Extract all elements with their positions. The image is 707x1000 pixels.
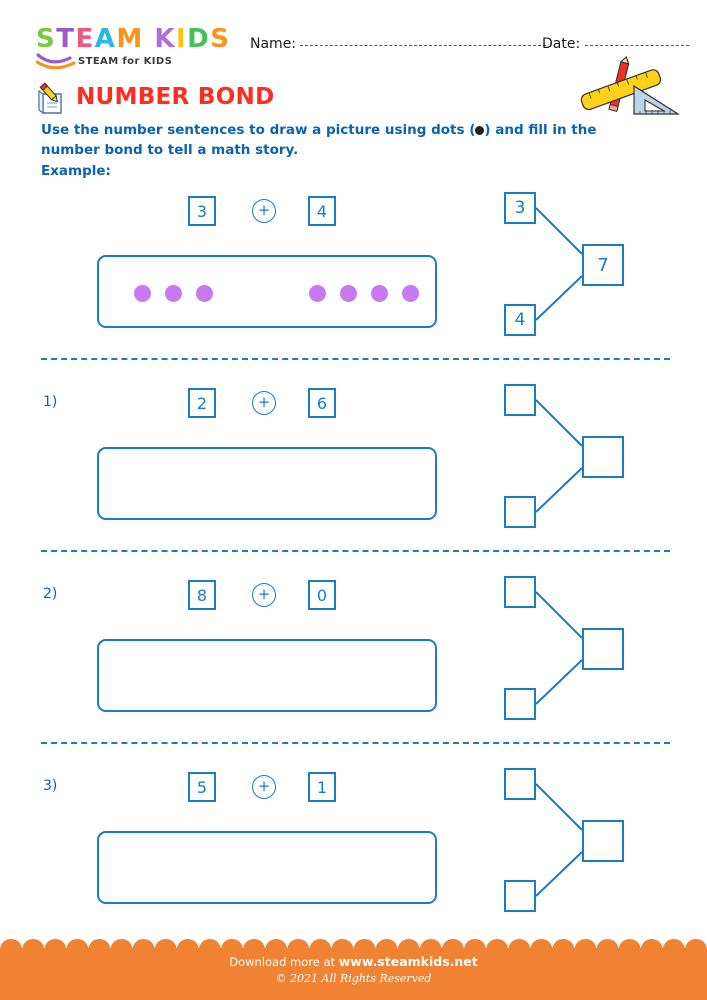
dot-drawing-area[interactable] bbox=[97, 255, 437, 328]
bond-whole-box[interactable] bbox=[582, 820, 624, 862]
name-input-line[interactable] bbox=[300, 44, 547, 46]
section-separator bbox=[41, 358, 670, 360]
problem-block: 2) 8 +0 bbox=[0, 574, 707, 734]
bond-part1-box[interactable]: 3 bbox=[504, 192, 536, 224]
footer-scallop-edge bbox=[0, 938, 707, 954]
bond-part2-box[interactable] bbox=[504, 880, 536, 912]
logo-letter-s2: S bbox=[210, 24, 231, 54]
plus-operator-icon: + bbox=[252, 583, 276, 607]
ruler-pencil-triangle-icon bbox=[580, 56, 681, 115]
bond-connector-lines bbox=[535, 591, 583, 705]
number-bond bbox=[504, 768, 636, 914]
plus-operator-icon: + bbox=[252, 391, 276, 415]
page-footer: Download more at www.steamkids.net © 202… bbox=[0, 938, 707, 1000]
number-bond bbox=[504, 576, 636, 722]
problem-index: 3) bbox=[43, 778, 58, 794]
bond-connector-lines bbox=[535, 399, 583, 513]
footer-url[interactable]: www.steamkids.net bbox=[338, 954, 478, 969]
logo-letter-s: S bbox=[36, 24, 57, 54]
dot bbox=[309, 285, 326, 302]
dot bbox=[165, 285, 182, 302]
instructions-line1-after: ) and fill in the bbox=[484, 122, 597, 138]
example-block: 3 +4 3 4 7 bbox=[0, 190, 707, 350]
instructions: Use the number sentences to draw a pictu… bbox=[41, 120, 641, 160]
logo-letter-a: A bbox=[94, 24, 117, 54]
dot bbox=[196, 285, 213, 302]
bond-connector-lines bbox=[535, 207, 583, 321]
dot bbox=[340, 285, 357, 302]
instructions-line1-before: Use the number sentences to draw a pictu… bbox=[41, 122, 476, 138]
dot-drawing-area[interactable] bbox=[97, 831, 437, 904]
date-field[interactable]: Date: bbox=[542, 36, 689, 52]
dot bbox=[371, 285, 388, 302]
name-label: Name: bbox=[250, 36, 297, 52]
dot-drawing-area[interactable] bbox=[97, 447, 437, 520]
logo-letter-k: K bbox=[154, 24, 176, 54]
bond-part2-box[interactable]: 4 bbox=[504, 304, 536, 336]
bond-part2-box[interactable] bbox=[504, 496, 536, 528]
problem-index: 1) bbox=[43, 394, 58, 410]
footer-download-text: Download more at www.steamkids.net bbox=[0, 954, 707, 969]
logo-letter-i: I bbox=[175, 24, 188, 54]
dot-drawing-area[interactable] bbox=[97, 639, 437, 712]
page-header: STEAM KIDS STEAM for KIDS Name: Date: bbox=[34, 26, 689, 76]
addend1-box[interactable]: 8 bbox=[188, 580, 216, 610]
dot bbox=[134, 285, 151, 302]
section-separator bbox=[41, 550, 670, 552]
steam-kids-logo: STEAM KIDS STEAM for KIDS bbox=[34, 26, 239, 74]
plus-operator-icon: + bbox=[252, 199, 276, 223]
number-bond: 3 4 7 bbox=[504, 192, 636, 338]
pencil-notepad-icon bbox=[38, 82, 62, 115]
bond-part1-box[interactable] bbox=[504, 576, 536, 608]
section-separator bbox=[41, 742, 670, 744]
addend1-box[interactable]: 5 bbox=[188, 772, 216, 802]
logo-letter-t: T bbox=[56, 24, 76, 54]
logo-letter-d: D bbox=[187, 24, 211, 54]
problem-block: 1) 2 +6 bbox=[0, 382, 707, 542]
problem-index: 2) bbox=[43, 586, 58, 602]
date-label: Date: bbox=[542, 36, 581, 52]
dot bbox=[402, 285, 419, 302]
footer-band bbox=[0, 950, 707, 1000]
footer-copyright: © 2021 All Rights Reserved bbox=[275, 972, 432, 985]
name-field[interactable]: Name: bbox=[250, 36, 547, 52]
bond-connector-lines bbox=[535, 783, 583, 897]
logo-letter-m: M bbox=[116, 24, 144, 54]
number-bond bbox=[504, 384, 636, 530]
plus-operator-icon: + bbox=[252, 775, 276, 799]
problem-block: 3) 5 +1 bbox=[0, 766, 707, 926]
addend1-box[interactable]: 2 bbox=[188, 388, 216, 418]
logo-wordmark: STEAM KIDS bbox=[36, 26, 230, 52]
bond-whole-box[interactable]: 7 bbox=[582, 244, 624, 286]
addend2-box[interactable]: 0 bbox=[308, 580, 336, 610]
logo-swoosh-icon bbox=[36, 53, 76, 70]
logo-letter-e: E bbox=[75, 24, 95, 54]
date-input-line[interactable] bbox=[584, 44, 689, 46]
page-title: NUMBER BOND bbox=[76, 84, 275, 110]
bond-whole-box[interactable] bbox=[582, 628, 624, 670]
bond-part2-box[interactable] bbox=[504, 688, 536, 720]
bond-part1-box[interactable] bbox=[504, 384, 536, 416]
addend2-box[interactable]: 4 bbox=[308, 196, 336, 226]
instructions-line2: number bond to tell a math story. bbox=[41, 142, 299, 158]
addend2-box[interactable]: 1 bbox=[308, 772, 336, 802]
bond-whole-box[interactable] bbox=[582, 436, 624, 478]
footer-download-prefix: Download more at bbox=[229, 955, 336, 969]
example-label: Example: bbox=[41, 163, 111, 179]
addend1-box[interactable]: 3 bbox=[188, 196, 216, 226]
dot-glyph-icon bbox=[475, 126, 485, 135]
addend2-box[interactable]: 6 bbox=[308, 388, 336, 418]
logo-subtitle: STEAM for KIDS bbox=[78, 56, 173, 67]
bond-part1-box[interactable] bbox=[504, 768, 536, 800]
logo-letter-space bbox=[144, 26, 155, 52]
